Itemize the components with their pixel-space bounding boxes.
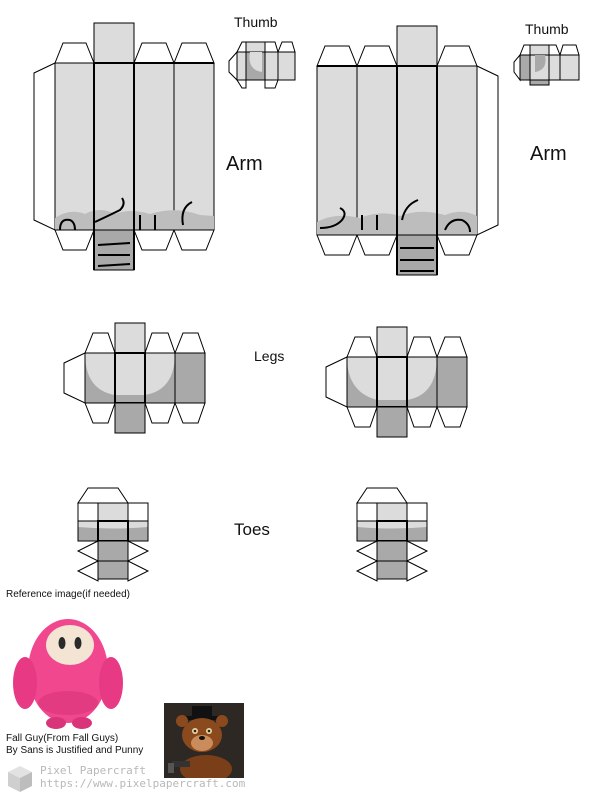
legs-label: Legs — [254, 348, 285, 364]
watermark: Pixel Papercraft https://www.pixelpaperc… — [6, 764, 286, 794]
toes-right-net — [355, 487, 429, 582]
cube-logo-icon — [8, 766, 32, 792]
thumb-left-label: Thumb — [234, 14, 278, 30]
thumb-right-label: Thumb — [525, 21, 569, 37]
arm-left-label: Arm — [226, 153, 263, 175]
watermark-text: Pixel Papercraft https://www.pixelpaperc… — [40, 764, 245, 790]
watermark-url[interactable]: https://www.pixelpapercraft.com — [40, 777, 246, 790]
reference-label: Reference image(if needed) — [6, 589, 130, 600]
arm-right-net — [316, 25, 499, 276]
thumb-right-net — [513, 44, 580, 86]
leg-left-net — [63, 322, 206, 434]
toes-label: Toes — [234, 520, 270, 539]
caption-line-2: By Sans is Justified and Punny — [6, 745, 144, 756]
animatronic-bear-image — [164, 703, 244, 778]
leg-right-net — [325, 326, 468, 438]
caption-line-1: Fall Guy(From Fall Guys) — [6, 733, 119, 744]
reference-caption: Fall Guy(From Fall Guys) By Sans is Just… — [6, 733, 143, 757]
fall-guy-reference-image — [13, 619, 123, 729]
arm-left-net — [33, 22, 215, 271]
arm-right-label: Arm — [530, 143, 567, 165]
watermark-brand: Pixel Papercraft — [40, 764, 146, 777]
thumb-left-net — [228, 41, 296, 89]
toes-left-net — [76, 487, 150, 582]
